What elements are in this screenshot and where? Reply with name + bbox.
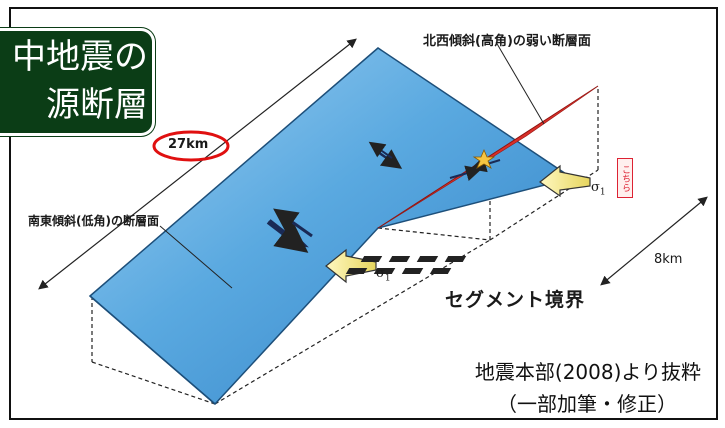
depth-arrow	[600, 196, 708, 286]
length-arrow	[38, 38, 357, 290]
length-label: 27km	[168, 137, 209, 152]
stress-arrow-right	[538, 164, 591, 198]
title-box: 中地震の 源断層	[0, 28, 155, 136]
depth-label: 8km	[654, 252, 683, 267]
title-line-2: 源断層	[46, 85, 148, 125]
highlight-ellipse	[152, 130, 230, 162]
red-tag: こちら	[617, 158, 633, 198]
top-fault-label: 北西傾斜(高角)の弱い断層面	[423, 34, 591, 49]
credit-line-1: 地震本部(2008)より抜粋	[474, 360, 701, 384]
segment-boundary-marks	[345, 256, 467, 274]
segment-label: セグメント境界	[445, 289, 586, 311]
epicenter-star-icon	[472, 148, 496, 169]
credit-line-2: （一部加筆・修正）	[497, 392, 677, 416]
left-fault-label: 南東傾斜(低角)の断層面	[28, 214, 159, 228]
stress-arrow-bottom	[325, 248, 377, 284]
left-label-leader	[159, 225, 233, 289]
sigma-label-bottom: σ1	[376, 266, 391, 284]
title-line-1: 中地震の	[12, 37, 148, 77]
sigma-label-right: σ1	[591, 180, 606, 198]
top-label-leader	[495, 41, 545, 125]
